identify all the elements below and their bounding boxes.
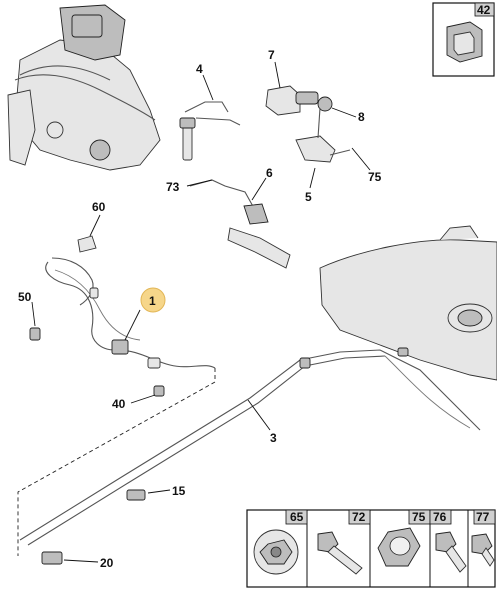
callout-4: 4 <box>196 62 203 76</box>
callout-15: 15 <box>172 484 186 498</box>
callout-73: 73 <box>166 180 180 194</box>
screw-icon <box>435 531 467 573</box>
callout-20: 20 <box>100 556 114 570</box>
fastener-label-72: 72 <box>352 510 366 524</box>
bolt-icon <box>317 531 363 575</box>
reference-lines <box>17 368 216 556</box>
callout-40: 40 <box>112 397 126 411</box>
injector-part: 4 <box>179 62 241 161</box>
fuel-pipe-assembly-1: 1 <box>45 257 216 369</box>
inset-42: 42 <box>432 2 495 77</box>
callout-5: 5 <box>305 190 312 204</box>
clip-40: 40 <box>112 385 165 411</box>
callout-1: 1 <box>149 294 156 308</box>
fastener-panel: 65 72 75 76 77 <box>246 509 496 588</box>
clip-15: 15 <box>126 484 186 501</box>
inset-42-label: 42 <box>477 3 491 17</box>
callout-50: 50 <box>18 290 32 304</box>
callout-60: 60 <box>92 200 106 214</box>
underfloor-pipe-3: 3 <box>19 347 481 546</box>
fastener-label-76: 76 <box>433 510 447 524</box>
stud-icon <box>471 533 495 567</box>
callout-75: 75 <box>368 170 382 184</box>
highlight-badge <box>140 287 166 313</box>
bracket-5: 5 75 <box>295 107 382 204</box>
flange-nut-icon <box>253 529 299 575</box>
clip-20: 20 <box>41 551 114 570</box>
engine-assembly <box>7 4 161 171</box>
fastener-label-77: 77 <box>476 510 490 524</box>
callout-3: 3 <box>270 431 277 445</box>
clip-50: 50 <box>18 290 41 341</box>
fuel-tank <box>319 225 497 381</box>
fastener-label-75: 75 <box>412 510 426 524</box>
callout-7: 7 <box>268 48 275 62</box>
callout-8: 8 <box>358 110 365 124</box>
clip-icon <box>446 21 483 63</box>
bracket-60: 60 <box>77 200 106 253</box>
callout-6: 6 <box>266 166 273 180</box>
inset-42-label-box <box>474 2 495 17</box>
hex-nut-icon <box>377 527 421 567</box>
pump-part: 7 8 <box>265 48 365 124</box>
fuel-rail: 73 6 <box>166 166 291 269</box>
fastener-label-65: 65 <box>290 510 304 524</box>
